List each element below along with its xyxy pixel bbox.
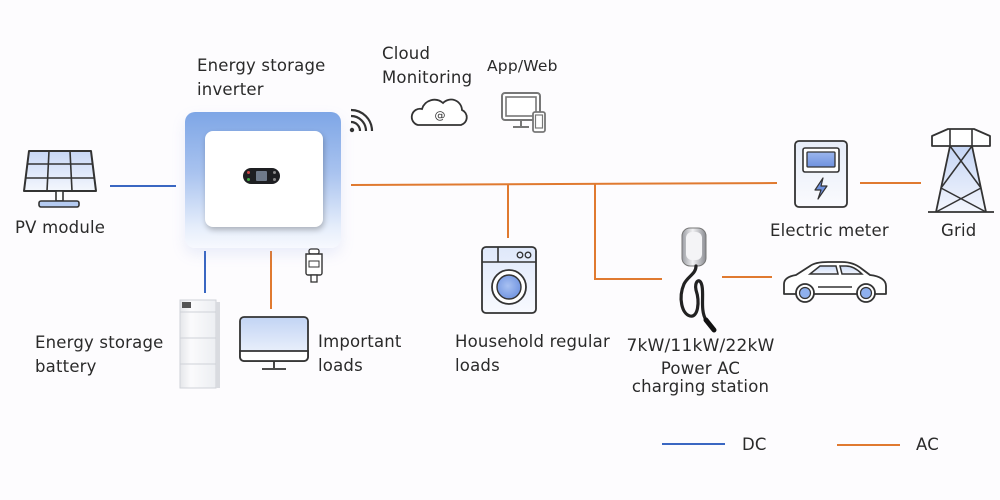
inverter-display-icon — [243, 168, 280, 184]
cloud-icon: @ — [410, 98, 468, 126]
solar-panel-icon — [23, 150, 97, 208]
washing-machine-icon — [481, 246, 537, 314]
pv-module-label: PV module — [15, 218, 106, 237]
car-icon — [783, 261, 887, 303]
battery-label-line1: Energy storage — [35, 333, 164, 352]
charging-station-label-line3: charging station — [631, 377, 770, 396]
grid-label: Grid — [941, 221, 977, 240]
electric-meter-label: Electric meter — [770, 221, 889, 240]
legend-dc-label: DC — [742, 435, 767, 454]
household-loads-label-line1: Household regular — [455, 332, 610, 351]
ct-meter-icon — [305, 248, 323, 283]
legend-ac-label: AC — [916, 435, 939, 454]
charging-station-label-line1: 7kW/11kW/22kW — [626, 336, 775, 356]
ac-wire-main-bus — [350, 182, 778, 186]
transmission-tower-icon — [928, 128, 994, 213]
household-loads-label-line2: loads — [455, 356, 500, 375]
monitor-phone-icon — [501, 92, 546, 133]
inverter-label-line2: inverter — [197, 80, 264, 99]
charging-station-label-line2: Power AC — [660, 359, 741, 378]
important-loads-label-line1: Important — [318, 332, 402, 351]
cloud-at-glyph: @ — [435, 109, 446, 122]
battery-label-line2: battery — [35, 357, 97, 376]
battery-stack-icon — [179, 299, 220, 389]
inverter-label-line1: Energy storage — [197, 56, 326, 75]
cloud-label-line1: Cloud — [382, 44, 431, 63]
cloud-label-line2: Monitoring — [382, 68, 473, 87]
electric-meter-icon — [794, 140, 848, 208]
ev-charger-icon — [679, 227, 717, 333]
monitor-icon — [239, 316, 309, 370]
important-loads-label-line2: loads — [318, 356, 363, 375]
app-web-label: App/Web — [487, 57, 558, 75]
ac-wire-charger — [594, 184, 662, 280]
wifi-icon — [349, 108, 374, 133]
